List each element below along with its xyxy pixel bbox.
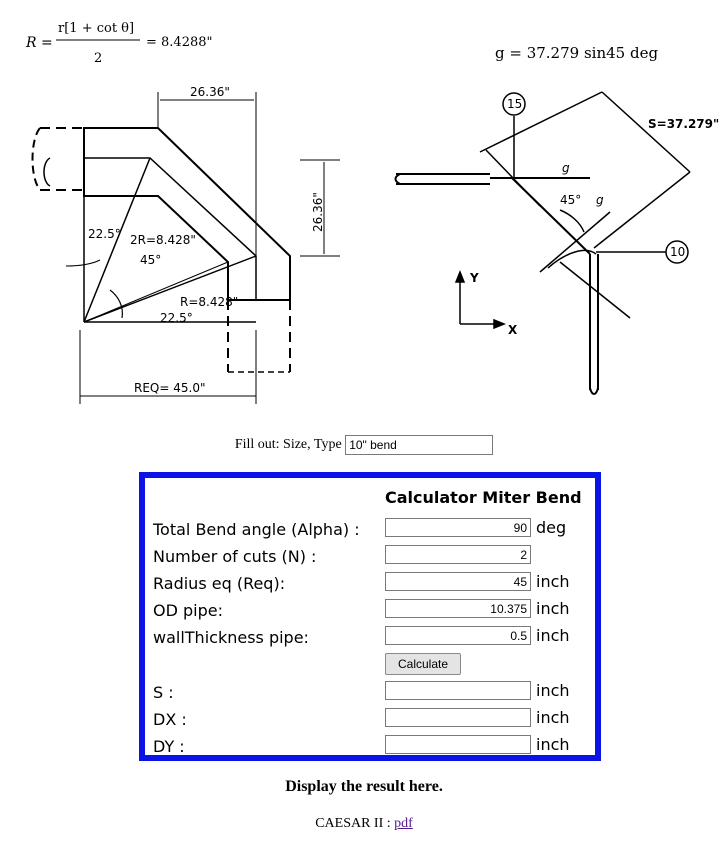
output-dy-field[interactable] — [385, 735, 531, 754]
row-wall-thickness: wallThickness pipe: inch — [145, 626, 595, 650]
output-dx-label: DX : — [153, 710, 187, 729]
row-bend-angle: Total Bend angle (Alpha) : deg — [145, 518, 595, 542]
node-15-label: 15 — [507, 97, 522, 111]
angle-22-5-lower: 22.5° — [160, 311, 193, 325]
fill-out-label: Fill out: Size, Type — [234, 437, 342, 452]
formula-numerator: r[1 + cot θ] — [58, 21, 134, 36]
dim-top-label: 26.36" — [190, 85, 230, 99]
row-output-dx: DX : inch — [145, 708, 595, 732]
bend-angle-unit: deg — [536, 518, 567, 537]
left-figure — [31, 92, 340, 404]
size-type-input[interactable] — [345, 435, 494, 455]
miter-bend-calculator: Calculator Miter Bend Total Bend angle (… — [139, 472, 601, 761]
formula-r-label: R = — [25, 35, 53, 51]
radius-eq-label: Radius eq (Req): — [153, 574, 286, 593]
calculate-button[interactable]: Calculate — [385, 653, 461, 675]
row-radius-eq: Radius eq (Req): inch — [145, 572, 595, 596]
formula-denominator: 2 — [94, 51, 102, 66]
cuts-label: Number of cuts (N) : — [153, 547, 317, 566]
wall-thickness-input[interactable] — [385, 626, 531, 645]
row-cuts: Number of cuts (N) : — [145, 545, 595, 569]
output-dy-label: DY : — [153, 737, 185, 756]
radius-eq-input[interactable] — [385, 572, 531, 591]
label-s: S=37.279" — [648, 117, 719, 131]
node-10-label: 10 — [670, 245, 685, 259]
od-pipe-unit: inch — [536, 599, 570, 618]
label-g-lower: g — [596, 193, 604, 207]
angle-45-right: 45° — [560, 193, 581, 207]
fill-out-row: Fill out: Size, Type — [0, 435, 728, 455]
result-display: Display the result here. — [285, 778, 443, 795]
row-od-pipe: OD pipe: inch — [145, 599, 595, 623]
label-req: REQ= 45.0" — [134, 381, 205, 395]
caesar-label: CAESAR II : — [315, 816, 395, 831]
wall-thickness-unit: inch — [536, 626, 570, 645]
pdf-link[interactable]: pdf — [394, 816, 413, 831]
axis-x-label: X — [508, 323, 518, 337]
dim-side-label: 26.36" — [311, 192, 325, 232]
row-output-dy: DY : inch — [145, 735, 595, 759]
row-output-s: S : inch — [145, 681, 595, 705]
output-s-unit: inch — [536, 681, 570, 700]
formula-g: g = 37.279 sin45 deg — [495, 44, 658, 62]
angle-22-5-upper: 22.5° — [88, 227, 121, 241]
label-2r: 2R=8.428" — [130, 233, 196, 247]
output-dx-field[interactable] — [385, 708, 531, 727]
output-dy-unit: inch — [536, 735, 570, 754]
bend-angle-label: Total Bend angle (Alpha) : — [153, 520, 360, 539]
radius-eq-unit: inch — [536, 572, 570, 591]
bend-angle-input[interactable] — [385, 518, 531, 537]
calculator-title: Calculator Miter Bend — [385, 488, 582, 507]
formula-result: = 8.4288" — [146, 35, 213, 50]
label-r: R=8.428" — [180, 295, 238, 309]
od-pipe-label: OD pipe: — [153, 601, 223, 620]
miter-bend-drawing: R = r[1 + cot θ] 2 = 8.4288" g = 37.279 … — [25, 21, 719, 404]
cuts-input[interactable] — [385, 545, 531, 564]
right-figure — [394, 91, 691, 395]
angle-45-left: 45° — [140, 253, 161, 267]
output-dx-unit: inch — [536, 708, 570, 727]
label-g-upper: g — [562, 161, 570, 175]
output-s-label: S : — [153, 683, 174, 702]
od-pipe-input[interactable] — [385, 599, 531, 618]
axis-y-label: Y — [469, 271, 479, 285]
wall-thickness-label: wallThickness pipe: — [153, 628, 309, 647]
output-s-field[interactable] — [385, 681, 531, 700]
footer-caesar: CAESAR II : pdf — [0, 816, 728, 832]
